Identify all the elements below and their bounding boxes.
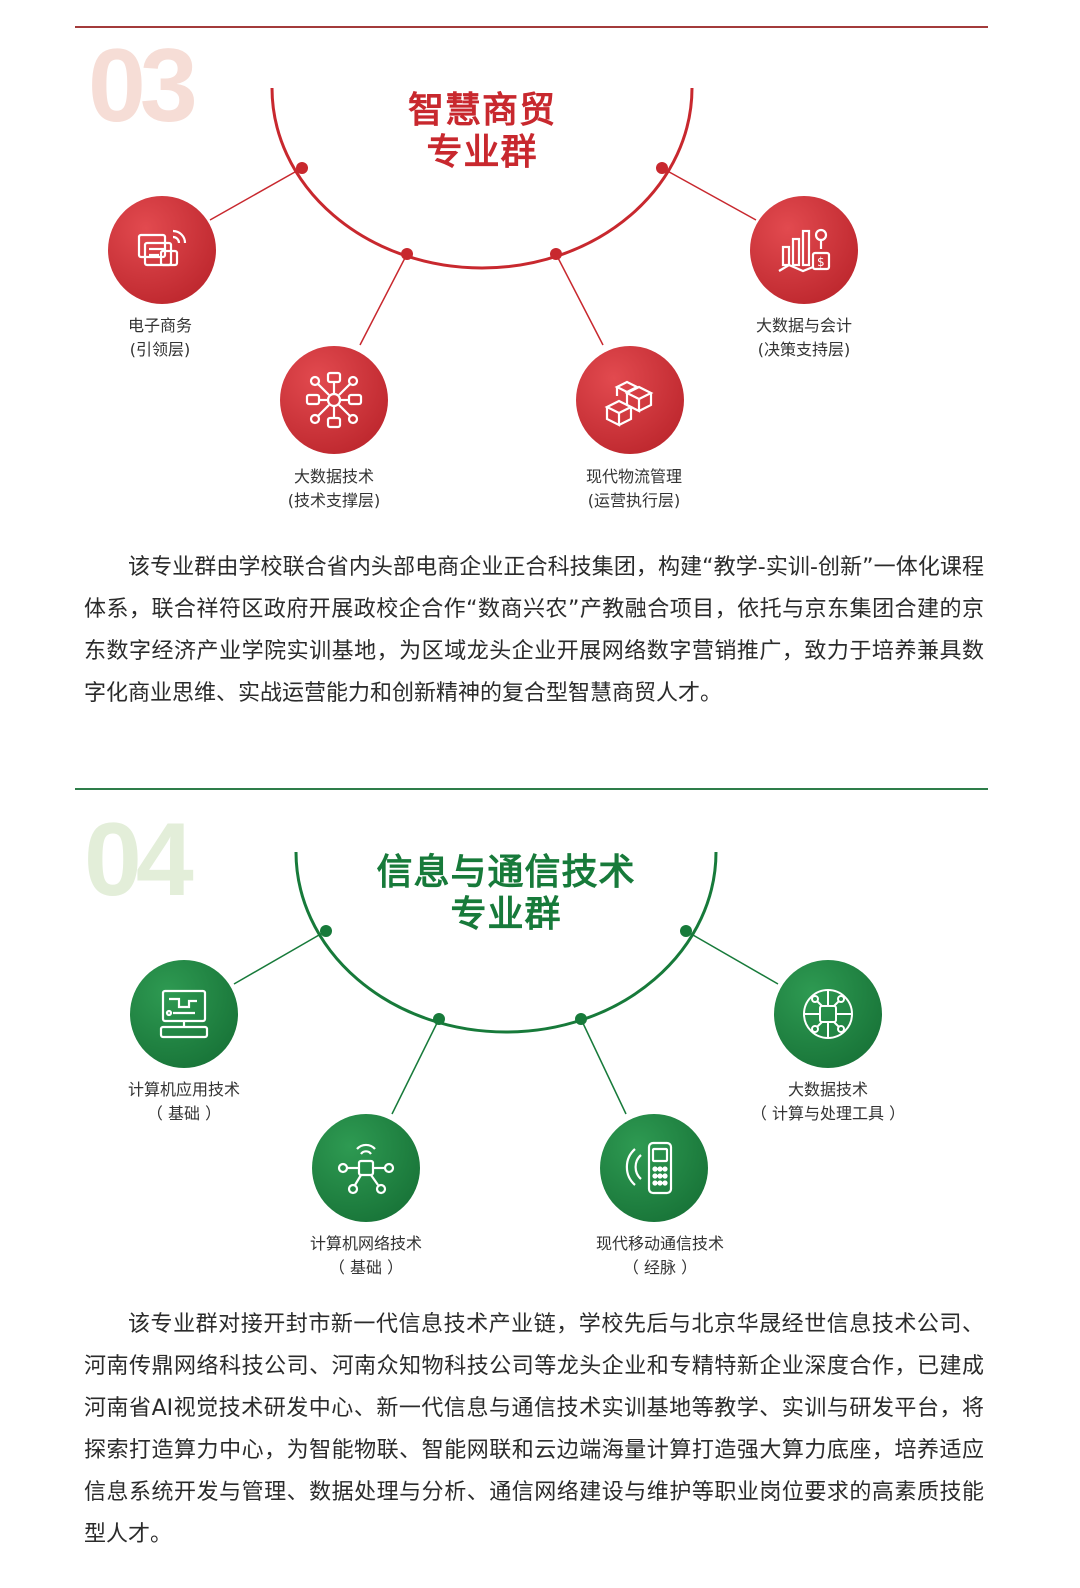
node-label: 计算机应用技术 （ 基础 ）	[74, 1078, 294, 1126]
node-label: 大数据技术 （ 计算与处理工具 ）	[718, 1078, 938, 1126]
section-title: 信息与通信技术 专业群	[316, 852, 696, 936]
boxes-icon	[604, 380, 654, 427]
mobile-phone-icon	[625, 1141, 673, 1195]
node-accounting: $	[750, 196, 858, 304]
node-sub: （ 计算与处理工具 ）	[750, 1104, 906, 1123]
section-smart-commerce: 03 智慧商贸 专业群 电子商务 (引领层)	[0, 0, 1080, 760]
node-sub: (技术支撑层)	[287, 491, 381, 510]
finance-icon: $	[778, 228, 831, 273]
svg-text:$: $	[817, 255, 825, 269]
node-label: 现代移动通信技术 （ 经脉 ）	[550, 1232, 770, 1280]
node-label: 计算机网络技术 （ 基础 ）	[256, 1232, 476, 1280]
node-logistics	[576, 346, 684, 454]
section-number: 04	[84, 802, 194, 918]
node-sub: (引领层)	[129, 340, 191, 359]
node-sub: （ 基础 ）	[146, 1104, 222, 1123]
node-sub: （ 基础 ）	[328, 1258, 404, 1277]
ecommerce-icon	[137, 229, 187, 267]
node-name: 大数据与会计	[755, 316, 852, 335]
node-name: 计算机网络技术	[309, 1234, 422, 1253]
node-sub: （ 经脉 ）	[622, 1258, 698, 1277]
node-sub: (运营执行层)	[587, 491, 681, 510]
connector-diagram	[209, 87, 757, 346]
section-number: 03	[88, 28, 198, 144]
section-divider	[75, 788, 988, 790]
node-label: 电子商务 (引领层)	[50, 314, 270, 362]
title-line: 专业群	[426, 132, 538, 173]
section-description: 该专业群由学校联合省内头部电商企业正合科技集团，构建“教学-实训-创新”一体化课…	[84, 555, 984, 706]
circuit-icon	[803, 989, 853, 1039]
connector-dot	[433, 1013, 445, 1025]
node-name: 大数据技术	[293, 467, 374, 486]
connector-dot	[575, 1013, 587, 1025]
node-label: 现代物流管理 (运营执行层)	[524, 465, 744, 513]
section-title: 智慧商贸 专业群	[332, 90, 632, 174]
title-line: 智慧商贸	[407, 90, 556, 131]
node-name: 计算机应用技术	[127, 1080, 240, 1099]
node-sub: (决策支持层)	[757, 340, 851, 359]
connector-dot	[296, 162, 308, 174]
node-computer-network	[312, 1114, 420, 1222]
network-icon	[337, 1143, 395, 1195]
connector-dot	[320, 925, 332, 937]
node-label: 大数据技术 (技术支撑层)	[224, 465, 444, 513]
node-name: 现代移动通信技术	[595, 1234, 724, 1253]
connector-dot	[680, 925, 692, 937]
node-name: 大数据技术	[787, 1080, 868, 1099]
connector-dot	[401, 248, 413, 260]
computer-icon	[159, 989, 209, 1039]
connector-diagram	[233, 851, 779, 1115]
connector-dot	[550, 248, 562, 260]
section-description: 该专业群对接开封市新一代信息技术产业链，学校先后与北京华晟经世信息技术公司、河南…	[84, 1312, 984, 1547]
node-label: 大数据与会计 (决策支持层)	[694, 314, 914, 362]
node-name: 现代物流管理	[585, 467, 682, 486]
node-computer-app	[130, 960, 238, 1068]
section-divider	[75, 26, 988, 28]
node-bigdata-ict	[774, 960, 882, 1068]
title-line: 专业群	[450, 894, 562, 935]
node-ecommerce	[108, 196, 216, 304]
title-line: 信息与通信技术	[376, 852, 636, 893]
connector-dot	[656, 162, 668, 174]
section-ict: 04 信息与通信技术 专业群 计算机应用技术 （ 基础 ）	[0, 788, 1080, 1588]
node-bigdata-tech	[280, 346, 388, 454]
node-mobile-comm	[600, 1114, 708, 1222]
node-name: 电子商务	[127, 316, 192, 335]
network-hub-icon	[305, 371, 363, 429]
